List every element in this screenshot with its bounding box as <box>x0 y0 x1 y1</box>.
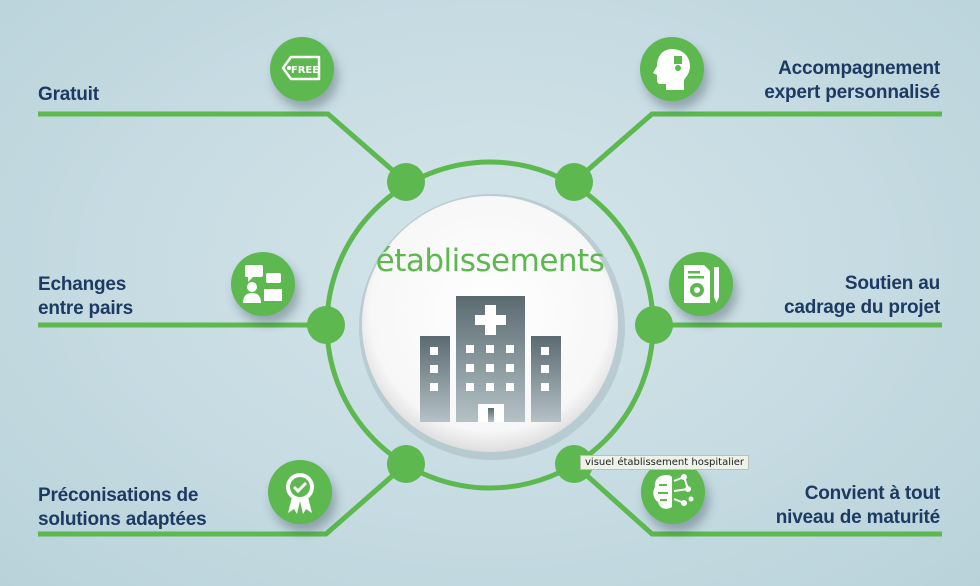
junction-dot <box>387 445 425 483</box>
benefit-label-soutien: Soutien au cadrage du projet <box>784 272 940 320</box>
benefit-label-convient: Convient à tout niveau de maturité <box>776 482 940 530</box>
hospital-building-icon <box>420 296 561 422</box>
label-line: entre pairs <box>38 298 133 319</box>
label-line: Préconisations de <box>38 485 199 506</box>
label-line: Echanges <box>38 274 127 295</box>
certified-badge-icon <box>268 460 332 524</box>
peer-exchange-icon <box>231 252 295 316</box>
label-line: Accompagnement <box>778 58 940 79</box>
label-line: Soutien au <box>844 273 940 294</box>
head-puzzle-icon <box>640 37 704 101</box>
junction-dot <box>555 163 593 201</box>
benefit-label-gratuit: Gratuit <box>38 83 99 107</box>
label-line: Convient à tout <box>804 483 940 504</box>
connector-convient <box>572 462 942 537</box>
document-gear-icon <box>669 252 733 316</box>
connector-gratuit <box>38 111 408 184</box>
image-tooltip: visuel établissement hospitalier <box>580 455 750 470</box>
center-title: établissements <box>375 243 605 279</box>
label-line: expert personnalisé <box>764 82 940 103</box>
benefit-label-echanges: Echanges entre pairs <box>38 273 133 321</box>
label-line: cadrage du projet <box>783 297 940 318</box>
benefit-label-accompagnement: Accompagnement expert personnalisé <box>764 57 940 105</box>
junction-dot <box>307 306 345 344</box>
label-line: solutions adaptées <box>38 509 207 530</box>
connector-accompagnement <box>572 111 942 184</box>
free-tag-icon: FREE <box>270 37 334 101</box>
svg-text:FREE: FREE <box>291 65 319 76</box>
brain-network-icon <box>641 460 705 524</box>
connector-preconisations <box>38 462 408 537</box>
label-line: niveau de maturité <box>775 507 940 528</box>
label-line: Gratuit <box>38 84 99 105</box>
junction-dot <box>387 163 425 201</box>
junction-dot <box>635 306 673 344</box>
junction-dot <box>555 445 593 483</box>
benefit-label-preconisations: Préconisations de solutions adaptées <box>38 484 207 532</box>
